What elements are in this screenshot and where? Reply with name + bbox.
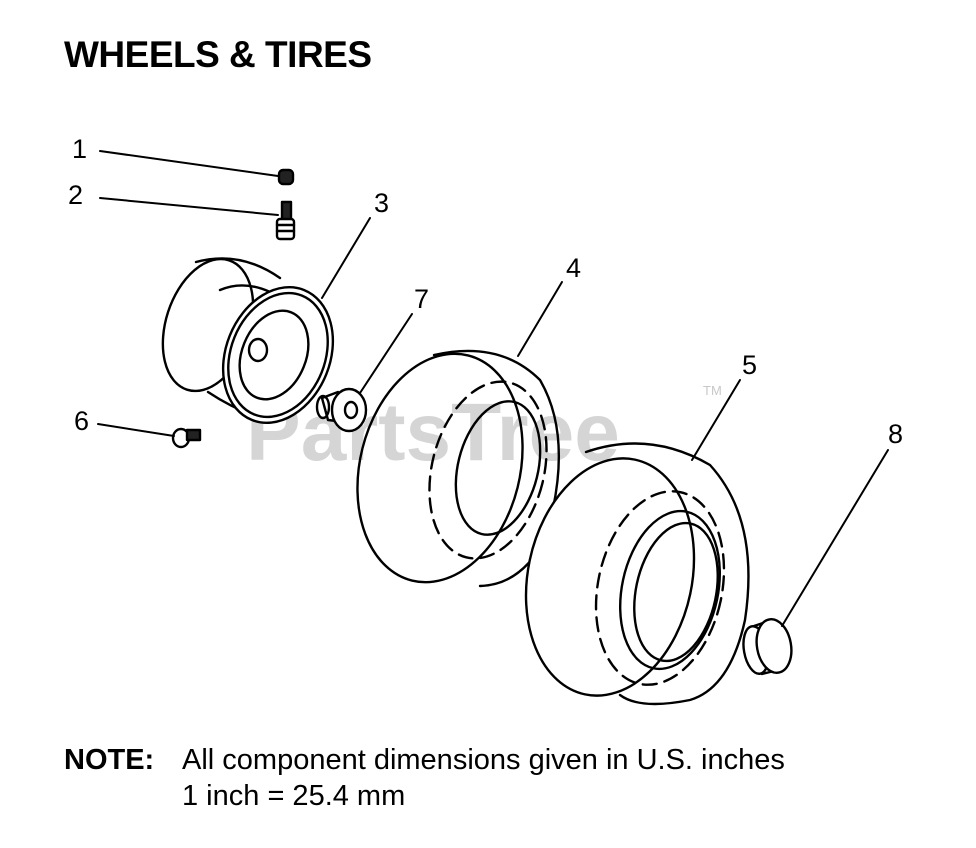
leader-line-3	[321, 217, 371, 299]
part-3-wheel-rim[interactable]	[147, 247, 352, 439]
leader-line-8	[781, 449, 889, 627]
callout-8: 8	[888, 419, 903, 449]
callout-7: 7	[414, 284, 429, 314]
part-5-tire[interactable]	[505, 442, 750, 712]
part-8-hub-cap[interactable]	[740, 616, 795, 676]
leader-line-2	[99, 197, 279, 216]
leader-line-5	[691, 379, 741, 461]
part-1-valve-cap[interactable]	[277, 168, 295, 186]
leader-line-4	[517, 281, 563, 357]
callout-5: 5	[742, 350, 757, 380]
watermark-tm: TM	[703, 383, 722, 398]
callout-1: 1	[72, 134, 87, 164]
callout-3: 3	[374, 188, 389, 218]
part-4-tube[interactable]	[334, 336, 564, 600]
callout-4: 4	[566, 253, 581, 283]
leader-line-1	[99, 150, 279, 177]
leader-line-7	[359, 313, 413, 394]
note-line-1: All component dimensions given in U.S. i…	[182, 744, 785, 776]
part-7-bushing[interactable]	[315, 387, 368, 433]
page-title: WHEELS & TIRES	[64, 34, 372, 75]
note-label: NOTE:	[64, 744, 155, 776]
callout-6: 6	[74, 406, 89, 436]
dimensions-note: NOTE: All component dimensions given in U…	[64, 742, 785, 814]
part-2-valve-stem[interactable]	[275, 200, 296, 241]
callout-2: 2	[68, 180, 83, 210]
leader-line-6	[97, 423, 175, 437]
part-6-bolt[interactable]	[171, 427, 202, 449]
note-line-2: 1 inch = 25.4 mm	[182, 780, 406, 812]
